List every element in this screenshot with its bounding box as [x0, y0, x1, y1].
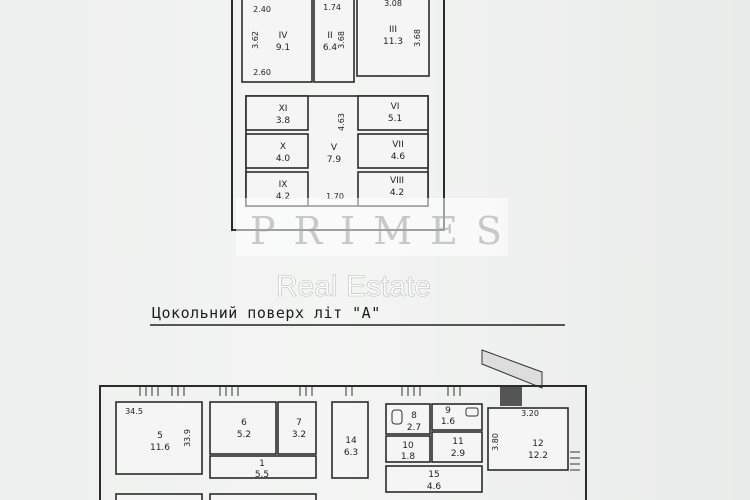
room-area: 3.2: [292, 430, 306, 440]
room-number: 7: [296, 418, 302, 428]
room-number: XI: [279, 104, 288, 114]
room-II-outline: [313, 0, 355, 83]
room-11-outline: [431, 431, 483, 463]
room-area: 1.6: [441, 417, 456, 427]
room-8-outline: [385, 403, 431, 435]
bottom-room-outline: [209, 493, 317, 500]
room-number: 6: [241, 418, 247, 428]
room-number: 14: [345, 436, 357, 446]
room-area: 5.5: [255, 470, 269, 480]
room-number: 1: [259, 459, 265, 469]
watermark-frame: [236, 198, 508, 256]
room-number: VIII: [390, 176, 404, 186]
room-area: 4.6: [427, 482, 442, 492]
room-III-outline: [356, 0, 430, 77]
dim-label: 3.62: [251, 31, 260, 49]
basement-outer-wall: [99, 385, 587, 500]
dim-label: 4.63: [337, 113, 346, 131]
room-area: 9.1: [276, 43, 290, 53]
dim-label: 3.80: [491, 433, 500, 451]
room-number: 9: [445, 406, 451, 416]
toilet-icon: [391, 409, 403, 425]
room-number: 8: [411, 411, 417, 421]
room-area: 6.3: [344, 448, 358, 458]
room-number: 11: [452, 437, 463, 447]
room-10-outline: [385, 435, 431, 463]
dim-label: 3.68: [413, 29, 422, 47]
room-number: V: [331, 143, 338, 153]
room-12-outline: [487, 407, 569, 471]
room-15-outline: [385, 465, 483, 493]
upper-floor-plan: 2.40 1.74 3.08 3.62 3.68 3.68 2.60 4.63 …: [231, 0, 445, 231]
room-area: 5.2: [237, 430, 251, 440]
dim-label: 2.40: [253, 5, 271, 14]
room-area: 3.8: [276, 116, 291, 126]
room-number: VI: [391, 102, 400, 112]
room-5-outline: [115, 401, 203, 475]
room-1-outline: [209, 455, 317, 479]
dim-label: 2.60: [253, 68, 271, 77]
room-number: X: [280, 142, 286, 152]
room-area: 11.6: [150, 443, 170, 453]
room-area: 11.3: [383, 37, 403, 47]
room-number: 10: [402, 441, 414, 451]
room-number: 12: [532, 439, 543, 449]
room-number: II: [327, 31, 332, 41]
room-VII-outline: [357, 133, 429, 169]
room-area: 4.0: [276, 154, 291, 164]
room-IV-outline: [241, 0, 313, 83]
bottom-room-outline: [115, 493, 203, 500]
dim-label: 3.08: [384, 0, 402, 8]
room-number: III: [389, 25, 397, 35]
room-number: 5: [157, 431, 163, 441]
basement-floor-plan: 34.5 33.9 3.20 3.80 5 11.6 6 5.2 7 3.2 1…: [99, 349, 587, 500]
room-area: 4.6: [391, 152, 406, 162]
room-number: IX: [279, 180, 288, 190]
room-area: 2.7: [407, 423, 421, 433]
room-X-outline: [245, 133, 309, 169]
dim-label: 3.68: [337, 31, 346, 49]
room-area: 7.9: [327, 155, 342, 165]
room-14-outline: [331, 401, 369, 479]
watermark: PRIMES Real Estate: [236, 198, 520, 303]
plan-title: Цокольний поверх літ "А": [152, 304, 381, 322]
room-XI-outline: [245, 95, 309, 131]
room-number: VII: [392, 140, 403, 150]
watermark-subtitle: Real Estate: [276, 270, 431, 303]
room-area: 2.9: [451, 449, 466, 459]
room-7-outline: [277, 401, 317, 455]
dim-label: 1.70: [326, 192, 344, 201]
dim-label: 33.9: [183, 429, 192, 447]
sink-icon: [465, 407, 479, 417]
room-6-outline: [209, 401, 277, 455]
room-area: 12.2: [528, 451, 548, 461]
room-VI-outline: [357, 95, 429, 131]
room-area: 4.2: [276, 192, 290, 202]
window-marks: [139, 386, 580, 471]
dim-label: 34.5: [125, 407, 143, 416]
room-number: 15: [428, 470, 439, 480]
stair-hatch: [500, 386, 522, 406]
room-area: 1.8: [401, 452, 416, 462]
room-number: IV: [279, 31, 289, 41]
room-area: 5.1: [388, 114, 402, 124]
dim-label: 3.20: [521, 409, 539, 418]
dim-label: 1.74: [323, 3, 341, 12]
watermark-brand: PRIMES: [250, 209, 520, 253]
room-area: 6.4: [323, 43, 338, 53]
entrance-stairs: [481, 349, 543, 389]
room-area: 4.2: [390, 188, 404, 198]
